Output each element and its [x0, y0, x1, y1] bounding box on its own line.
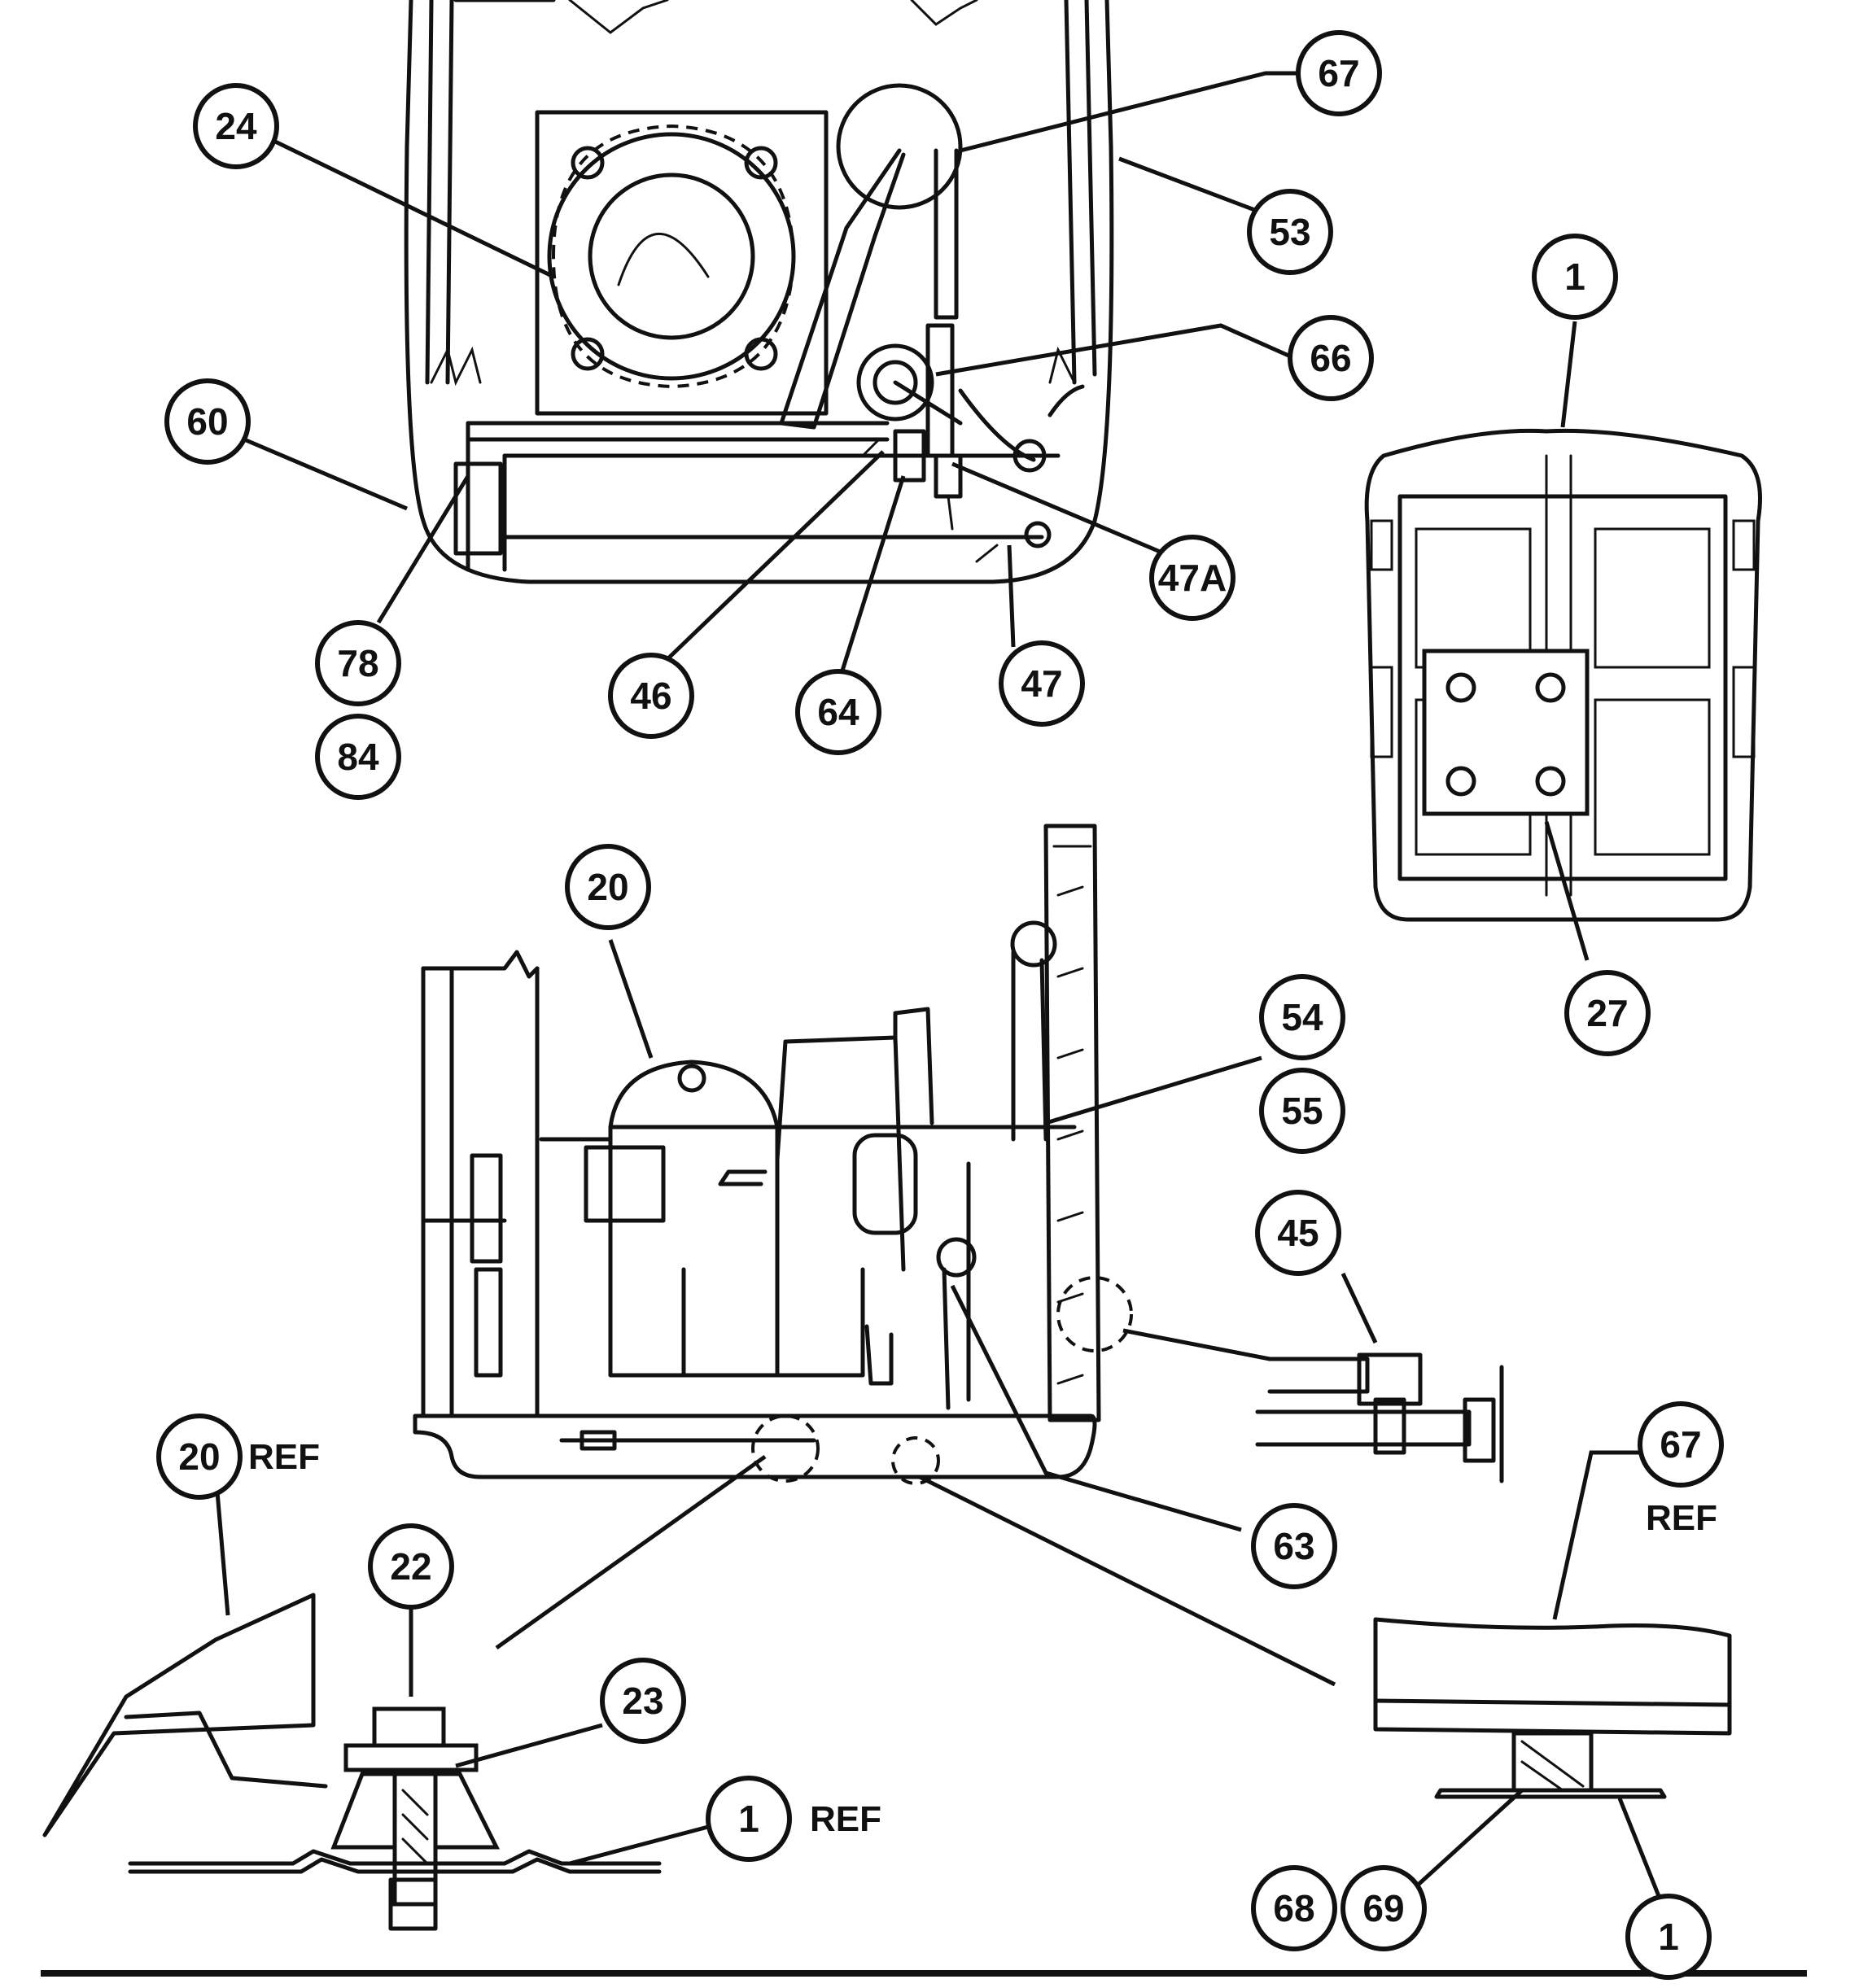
side-view-unit	[413, 824, 1133, 1485]
callout-69: 69	[1340, 1865, 1427, 1951]
callout-1-ref: 1	[706, 1776, 792, 1862]
svg-text:67: 67	[1318, 52, 1359, 94]
accumulator-top	[836, 83, 963, 210]
svg-text:46: 46	[630, 675, 671, 717]
svg-text:47A: 47A	[1158, 557, 1227, 599]
svg-text:23: 23	[622, 1680, 663, 1722]
callout-55: 55	[1259, 1068, 1345, 1154]
callout-46: 46	[608, 653, 694, 739]
svg-text:1: 1	[738, 1798, 759, 1840]
callout-47: 47	[999, 640, 1085, 727]
svg-text:68: 68	[1273, 1887, 1314, 1929]
callout-47a: 47A	[1149, 535, 1236, 621]
svg-text:45: 45	[1277, 1212, 1319, 1254]
callout-1-foot: 1	[1625, 1894, 1712, 1980]
accumulator-foot-detail	[1373, 1617, 1732, 1799]
callout-20-ref: 20	[156, 1413, 243, 1500]
callout-53: 53	[1247, 189, 1333, 275]
svg-text:60: 60	[186, 400, 228, 443]
top-view-compressor-compartment	[404, 0, 1114, 584]
svg-text:55: 55	[1281, 1090, 1323, 1132]
callout-1-base-pan: 1	[1532, 234, 1618, 320]
svg-text:64: 64	[817, 691, 859, 733]
svg-text:47: 47	[1021, 662, 1062, 705]
valve-detail	[1255, 1352, 1504, 1483]
callout-60: 60	[164, 378, 251, 465]
callout-68: 68	[1251, 1865, 1337, 1951]
callout-27: 27	[1564, 970, 1651, 1056]
svg-text:20: 20	[178, 1435, 220, 1478]
compressor-side-view	[539, 1060, 1077, 1378]
callout-67: 67	[1296, 30, 1382, 116]
base-pan-view	[1364, 428, 1762, 922]
ref-label-20: REF	[248, 1437, 320, 1477]
svg-text:27: 27	[1586, 992, 1628, 1034]
svg-text:67: 67	[1660, 1423, 1701, 1466]
callout-22: 22	[368, 1523, 454, 1610]
callout-64: 64	[795, 669, 881, 755]
svg-text:24: 24	[215, 105, 257, 147]
svg-text:84: 84	[337, 736, 379, 778]
svg-text:1: 1	[1658, 1916, 1679, 1958]
svg-text:78: 78	[337, 642, 378, 684]
svg-text:1: 1	[1564, 256, 1585, 298]
svg-text:63: 63	[1273, 1525, 1314, 1567]
svg-text:66: 66	[1310, 337, 1351, 379]
svg-text:69: 69	[1362, 1887, 1404, 1929]
mounting-bolt-detail	[42, 1593, 662, 1931]
leader-lines	[213, 71, 1663, 1914]
callout-78: 78	[315, 620, 401, 706]
svg-text:22: 22	[390, 1545, 431, 1588]
svg-text:20: 20	[587, 866, 628, 908]
callout-20: 20	[565, 844, 651, 930]
callout-24: 24	[193, 83, 279, 169]
ref-label-67: REF	[1646, 1498, 1717, 1538]
callout-45: 45	[1255, 1190, 1341, 1276]
svg-text:53: 53	[1269, 211, 1310, 253]
callout-84: 84	[315, 714, 401, 800]
compressor-top-view	[535, 110, 829, 416]
callout-67-ref: 67	[1638, 1401, 1724, 1488]
svg-text:54: 54	[1281, 996, 1323, 1038]
ref-label-1: REF	[810, 1799, 881, 1839]
callout-66: 66	[1288, 315, 1374, 401]
callout-63: 63	[1251, 1503, 1337, 1589]
callout-23: 23	[600, 1658, 686, 1744]
callout-54: 54	[1259, 974, 1345, 1060]
